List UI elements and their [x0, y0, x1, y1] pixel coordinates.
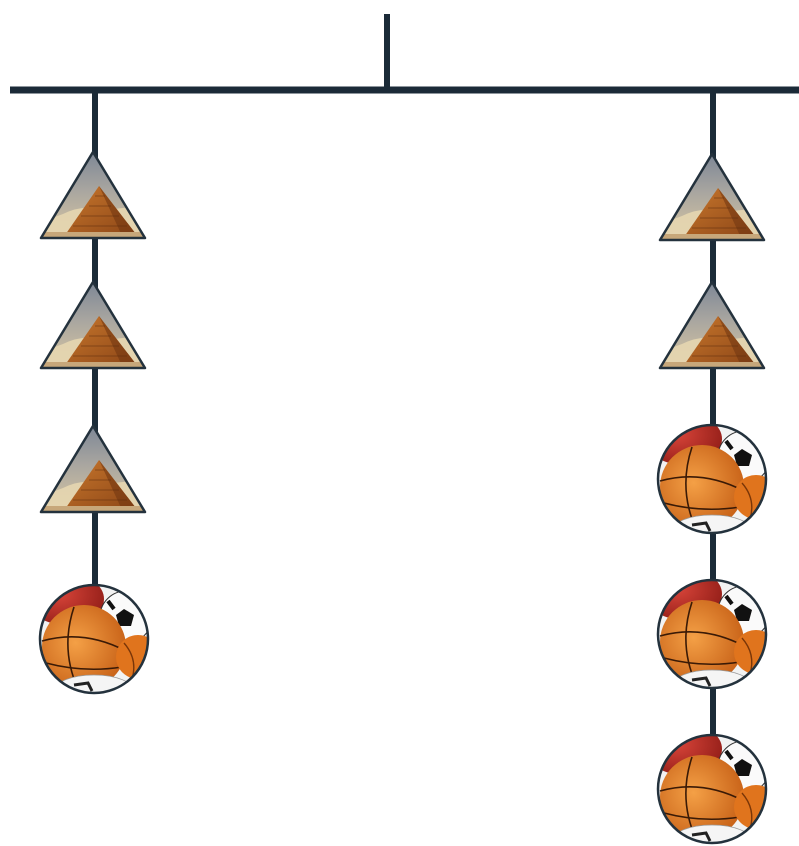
pyramid-triangle-right-1 [660, 154, 764, 240]
pyramid-triangle-left-2 [41, 282, 145, 368]
sports-balls-circle-left-1 [28, 573, 160, 707]
sports-balls-circle-right-1 [646, 413, 778, 547]
sports-balls-circle-right-2 [646, 568, 778, 702]
pyramid-triangle-left-3 [41, 426, 145, 512]
sports-balls-circle-right-3 [646, 723, 778, 846]
pyramid-triangle-left-1 [41, 152, 145, 238]
pyramid-triangle-right-2 [660, 282, 764, 368]
